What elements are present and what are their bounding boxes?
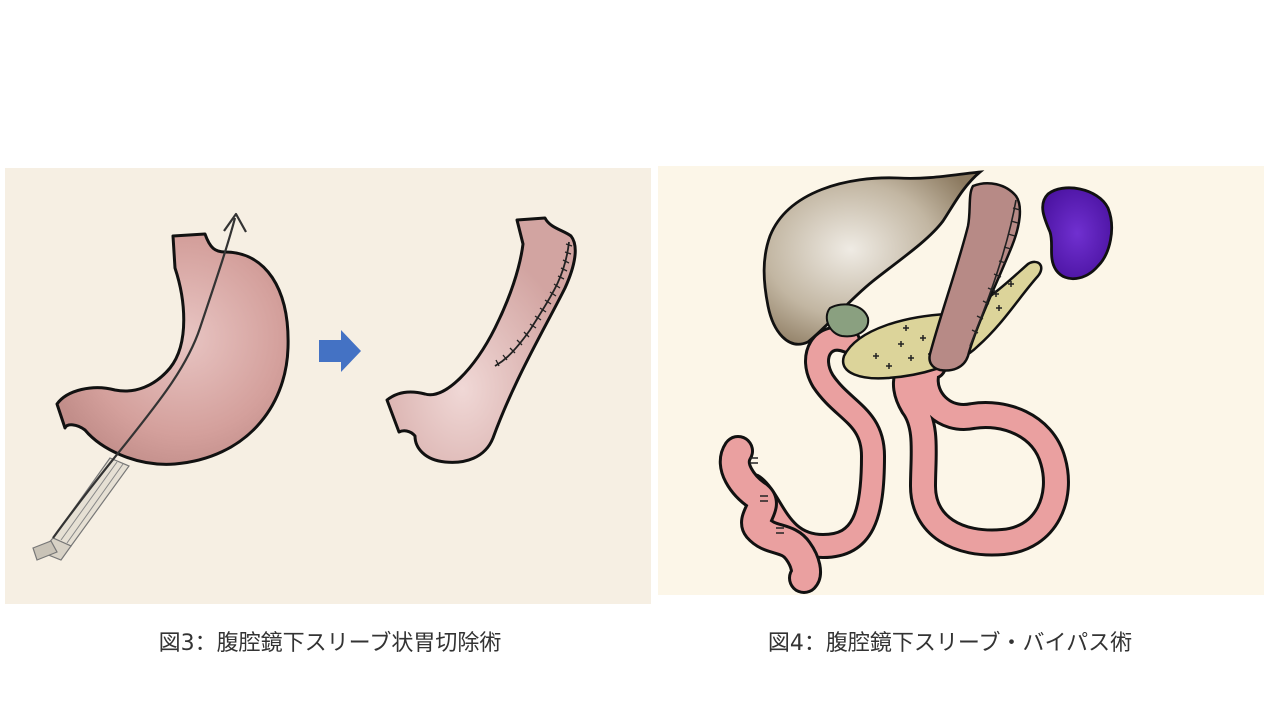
liver [762,170,985,346]
sleeve-stomach [385,216,577,464]
gallbladder [825,303,870,338]
stomach-original [55,232,290,466]
endoscope-icon [32,457,130,561]
staple-line-icon [494,241,573,367]
spleen [1041,186,1114,280]
sleeve-stomach [928,182,1022,372]
figure-4-panel [658,166,1264,595]
figure-4-caption: 図4：腹腔鏡下スリーブ・バイパス術 [767,631,1133,656]
figure-4-illustration [658,166,1264,595]
arrow-right-icon [319,330,361,372]
figure-3-illustration [5,168,651,604]
cutting-line-arrow [52,212,247,539]
intestine [718,325,1070,594]
figure-3-caption: 図3：腹腔鏡下スリーブ状胃切除術 [158,631,502,656]
figure-3-panel [5,168,651,604]
